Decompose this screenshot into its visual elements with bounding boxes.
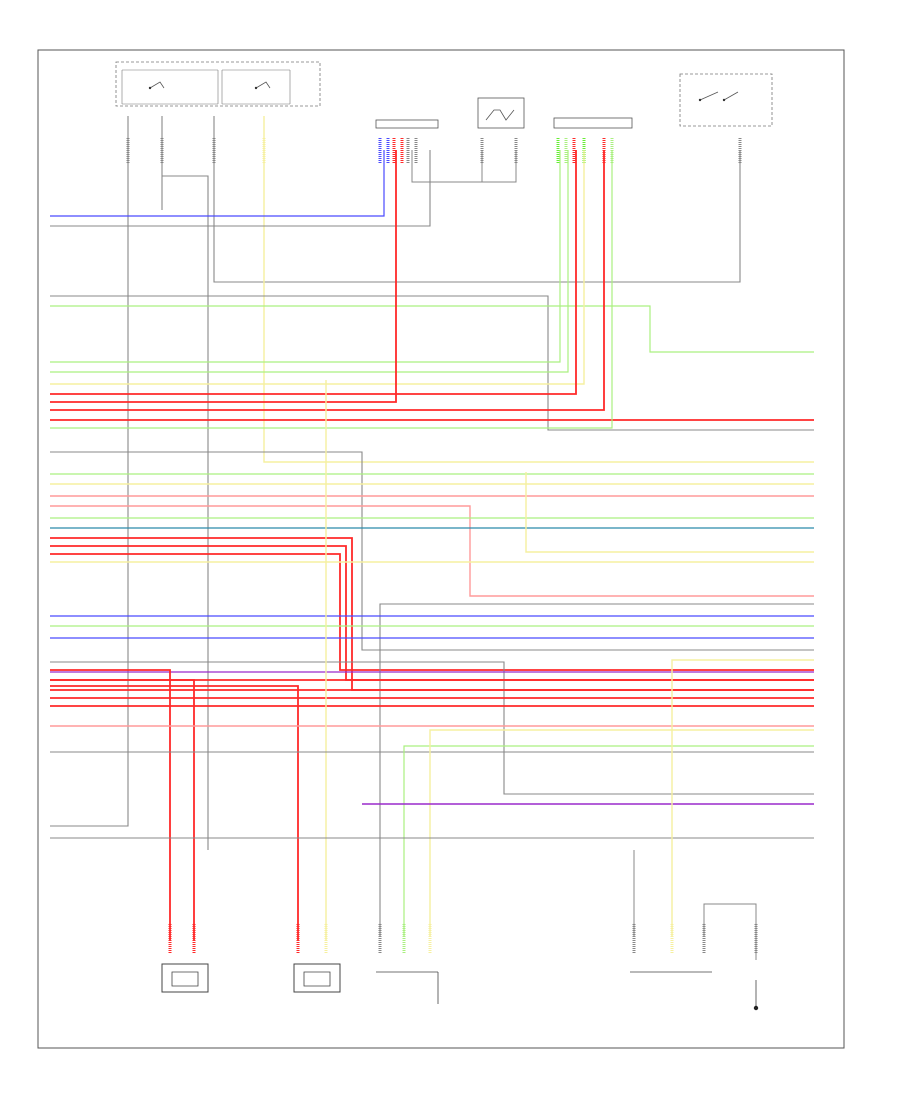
wire-h-538 — [50, 537, 814, 691]
wire-h-746 — [403, 745, 814, 936]
wire-h-452 — [50, 451, 814, 651]
wire-v-264 — [263, 116, 814, 463]
relay-box-2 — [221, 69, 291, 105]
wire-h-604 — [379, 603, 814, 936]
wire-group — [50, 116, 814, 960]
diagram-border — [37, 49, 845, 1049]
wire-h-730 — [429, 729, 814, 936]
wire-sensor1-a — [50, 669, 171, 940]
connector-bottom-3 — [376, 971, 439, 1004]
wire-h-296 — [50, 295, 814, 431]
wire-sensor1-b — [50, 679, 195, 940]
wire-h-410 — [50, 150, 605, 411]
connector-6pin — [553, 117, 633, 129]
switch-1 — [477, 97, 525, 129]
wire-junction-a — [411, 150, 483, 183]
wire-junction-b — [430, 150, 517, 183]
ignition-switch — [679, 73, 773, 127]
wire-h-306 — [50, 305, 814, 353]
sensor-2 — [293, 963, 341, 993]
relay-box-1 — [115, 61, 321, 107]
wire-h-660 — [671, 659, 814, 936]
wire-v-704 — [703, 903, 757, 960]
wire-sensor2-a — [50, 685, 299, 940]
wire-h-362 — [50, 150, 561, 363]
wire-v-128 — [50, 116, 129, 827]
wire-h-554 — [50, 553, 814, 671]
wire-v-214 — [213, 116, 741, 283]
ground-point — [753, 980, 759, 1011]
wire-v-208 — [162, 175, 209, 850]
wire-h-552 — [525, 472, 814, 553]
sensor-1 — [161, 963, 209, 993]
wire-h-402 — [50, 150, 397, 403]
connector-block — [375, 119, 439, 129]
wire-h-662 — [50, 661, 814, 795]
wire-h-428 — [50, 150, 613, 429]
wire-h-506 — [50, 505, 814, 597]
wire-h-372 — [50, 150, 569, 373]
wire-h-394 — [50, 150, 577, 395]
wire-h-216 — [50, 150, 385, 217]
wire-h-384 — [50, 150, 585, 385]
wire-h-226 — [50, 150, 431, 227]
